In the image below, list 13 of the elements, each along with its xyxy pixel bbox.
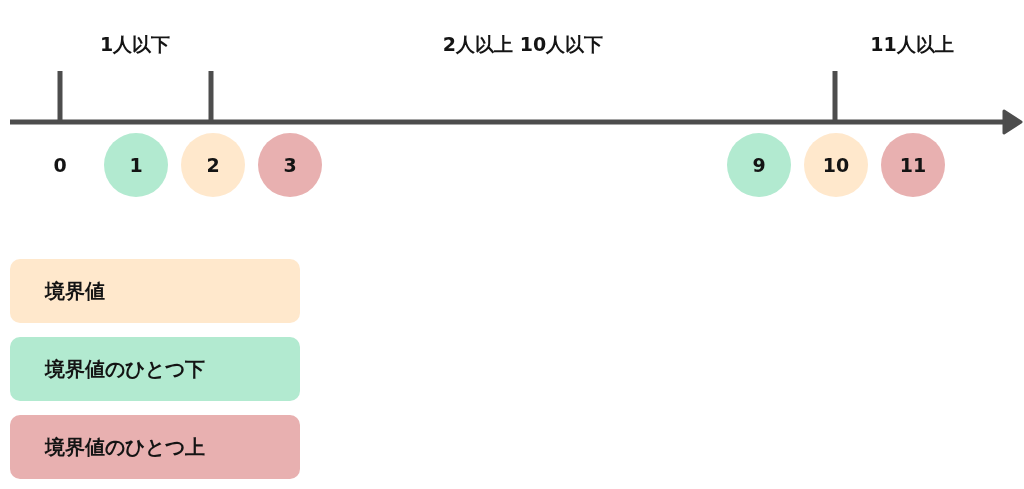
range-label: 11人以上 bbox=[870, 32, 954, 57]
number-label: 0 bbox=[53, 154, 67, 176]
legend-label: 境界値 bbox=[45, 277, 105, 305]
legend-label: 境界値のひとつ上 bbox=[45, 433, 205, 461]
number-circle: 1 bbox=[104, 133, 168, 197]
number-circle: 11 bbox=[881, 133, 945, 197]
range-label: 1人以下 bbox=[99, 32, 171, 57]
number-circle: 10 bbox=[804, 133, 868, 197]
number-circle: 2 bbox=[181, 133, 245, 197]
range-label: 2人以上 10人以下 bbox=[442, 32, 604, 57]
number-circle: 9 bbox=[727, 133, 791, 197]
legend-label: 境界値のひとつ下 bbox=[45, 355, 205, 383]
number-circle: 3 bbox=[258, 133, 322, 197]
